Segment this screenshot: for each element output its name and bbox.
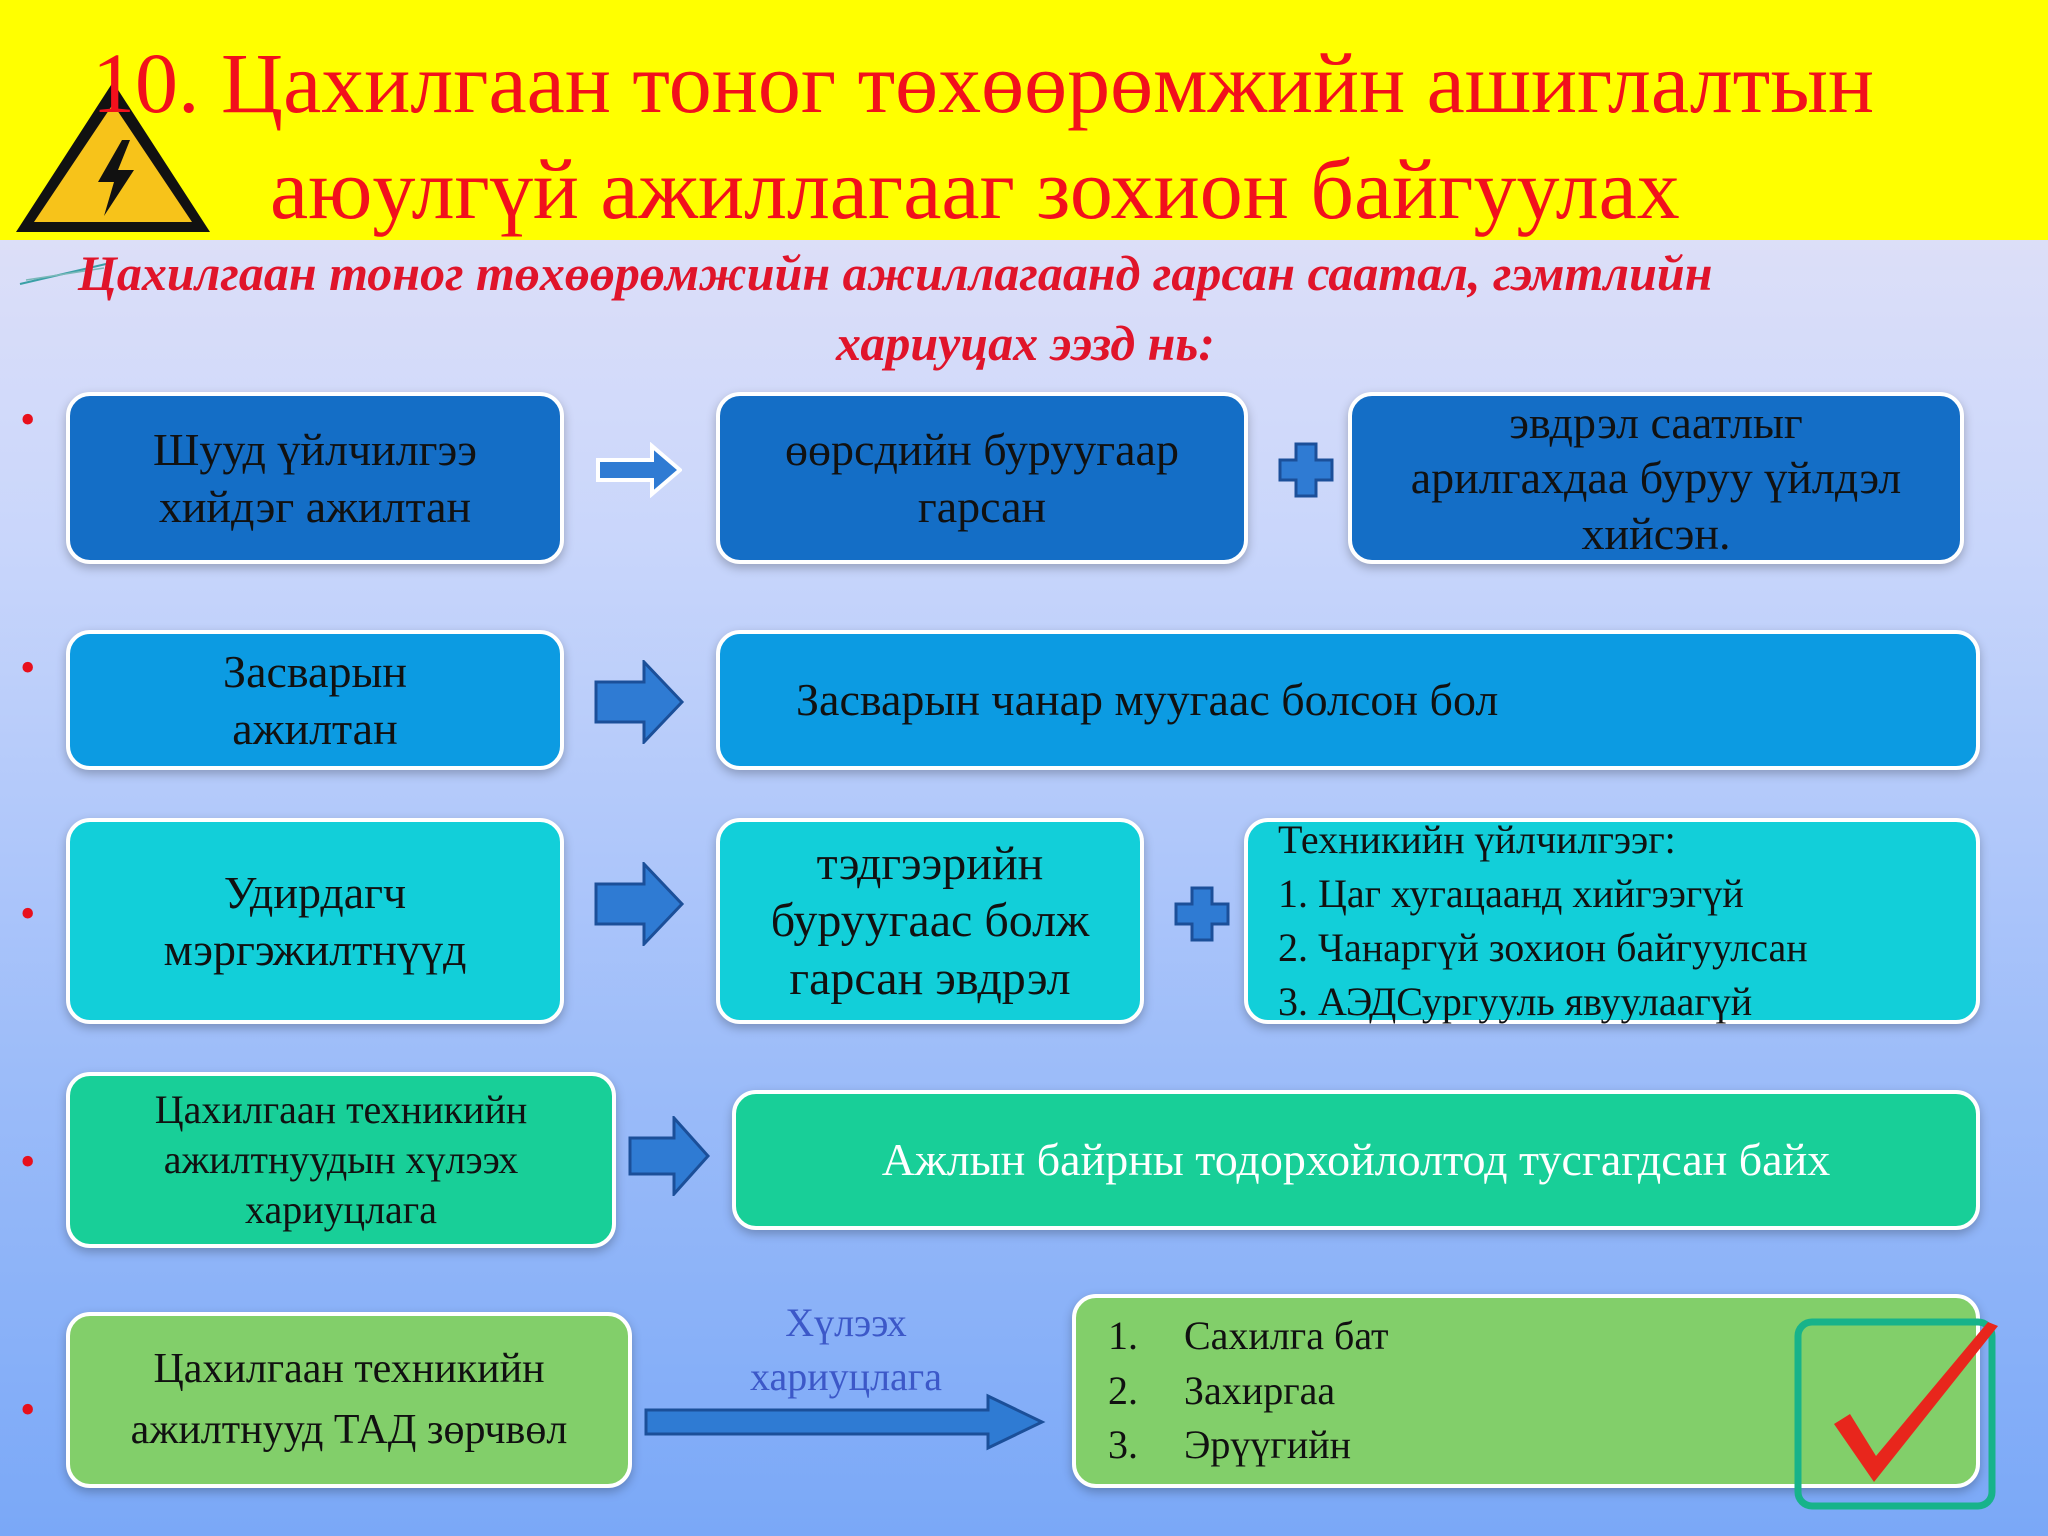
bullet-3: • xyxy=(20,889,36,938)
arrow-right-icon xyxy=(644,1393,1046,1451)
arrow-label: Хүлээх хариуцлага xyxy=(700,1296,992,1404)
row3-right-line2: 1. Цаг хугацаанд хийгээгүй xyxy=(1278,871,1744,916)
row1-right-box: эвдрэл саатлыг арилгахдаа буруу үйлдэл х… xyxy=(1348,392,1964,564)
decorative-strokes xyxy=(19,263,107,285)
row5-right-box: 1. Сахилга бат 2. Захиргаа 3. Эрүүгийн xyxy=(1072,1294,1980,1488)
row5-left-line1: Цахилгаан техникийн xyxy=(153,1346,545,1393)
row4-left-line3: хариуцлага xyxy=(245,1187,437,1232)
list-item-number: 1. xyxy=(1108,1313,1138,1359)
row2-left-line2: ажилтан xyxy=(232,703,398,754)
row1-left-box: Шууд үйлчилгээ хийдэг ажилтан xyxy=(66,392,564,564)
row3-right-box: Техникийн үйлчилгээг: 1. Цаг хугацаанд х… xyxy=(1244,817,1980,1024)
arrow-right-icon xyxy=(594,660,685,744)
bullet-4: • xyxy=(20,1137,36,1186)
row2-left-line1: Засварын xyxy=(223,645,407,697)
row3-right-line3: 2. Чанаргүй зохион байгуулсан xyxy=(1278,925,1808,970)
row3-middle-line1: тэдгээрийн xyxy=(816,836,1044,890)
row1-right-line2: арилгахдаа буруу үйлдэл xyxy=(1410,452,1902,504)
row3-middle-line2: буруугаас болж xyxy=(770,894,1090,948)
list-item: 3. Эрүүгийн xyxy=(1108,1418,1351,1472)
row2-left-box: Засварын ажилтан xyxy=(66,630,564,770)
arrow-label-line1: Хүлээх xyxy=(785,1300,907,1345)
arrow-right-icon xyxy=(594,862,685,946)
title-band xyxy=(0,0,2048,240)
row3-right-line1: Техникийн үйлчилгээг: xyxy=(1278,817,1676,862)
title-line-2: аюулгүй ажиллагааг зохион байгуулах xyxy=(270,141,1680,237)
row5-left-box: Цахилгаан техникийн ажилтнууд ТАД зөрчвө… xyxy=(66,1312,632,1488)
row1-middle-line1: өөрсдийн буруугаар xyxy=(785,423,1179,475)
checkmark-icon xyxy=(1794,1318,1998,1510)
row1-right-line1: эвдрэл саатлыг xyxy=(1509,397,1803,449)
row4-right-box: Ажлын байрны тодорхойлолтод тусгагдсан б… xyxy=(732,1090,1980,1230)
bullet-2: • xyxy=(20,643,36,692)
high-voltage-warning-icon xyxy=(16,82,210,232)
title-line-1: 10. Цахилгаан тоног төхөөрөмжийн ашиглал… xyxy=(92,35,1875,131)
row1-right-line3: хийсэн. xyxy=(1581,507,1731,559)
row3-left-box: Удирдагч мэргэжилтнүүд xyxy=(66,818,564,1024)
row3-middle-line3: гарсан эвдрэл xyxy=(789,951,1071,1005)
subtitle-line-1: Цахилгаан тоног төхөөрөмжийн ажиллагаанд… xyxy=(78,245,1713,301)
list-item-text: Эрүүгийн xyxy=(1184,1422,1352,1468)
row1-middle-line2: гарсан xyxy=(917,481,1047,532)
row4-left-box: Цахилгаан техникийн ажилтнуудын хүлээх х… xyxy=(66,1072,616,1248)
list-item-number: 2. xyxy=(1108,1367,1138,1413)
row5-left-line2: ажилтнууд ТАД зөрчвөл xyxy=(130,1407,568,1453)
row4-left-line1: Цахилгаан техникийн xyxy=(154,1087,528,1132)
row1-left-line2: хийдэг ажилтан xyxy=(158,481,472,532)
row1-middle-box: өөрсдийн буруугаар гарсан xyxy=(716,392,1248,564)
row2-right-box: Засварын чанар муугаас болсон бол xyxy=(716,630,1980,770)
row3-middle-box: тэдгээрийн буруугаас болж гарсан эвдрэл xyxy=(716,818,1144,1024)
bullet-5: • xyxy=(20,1385,36,1434)
bullet-1: • xyxy=(20,395,36,444)
row4-right-line1: Ажлын байрны тодорхойлолтод тусгагдсан б… xyxy=(881,1134,1831,1186)
row2-right-line1: Засварын чанар муугаас болсон бол xyxy=(796,674,1499,726)
row1-left-line1: Шууд үйлчилгээ xyxy=(152,423,478,475)
list-item-number: 3. xyxy=(1108,1422,1138,1468)
subtitle-line-2: хариуцах ээзд нь: xyxy=(836,315,1215,371)
list-item: 2. Захиргаа xyxy=(1108,1364,1335,1418)
row3-right-line4: 3. АЭДСургууль явуулаагүй xyxy=(1278,979,1753,1024)
row3-left-line1: Удирдагч xyxy=(223,866,407,918)
row4-left-line2: ажилтнуудын хүлээх xyxy=(163,1137,519,1182)
list-item: 1. Сахилга бат xyxy=(1108,1309,1389,1363)
list-item-text: Сахилга бат xyxy=(1184,1313,1389,1359)
plus-icon xyxy=(1278,442,1334,498)
arrow-right-icon xyxy=(596,442,682,498)
row3-left-line2: мэргэжилтнүүд xyxy=(163,924,467,975)
arrow-label-line2: хариуцлага xyxy=(750,1354,942,1399)
arrow-right-icon xyxy=(628,1116,711,1196)
list-item-text: Захиргаа xyxy=(1184,1367,1336,1413)
plus-icon xyxy=(1174,886,1230,942)
